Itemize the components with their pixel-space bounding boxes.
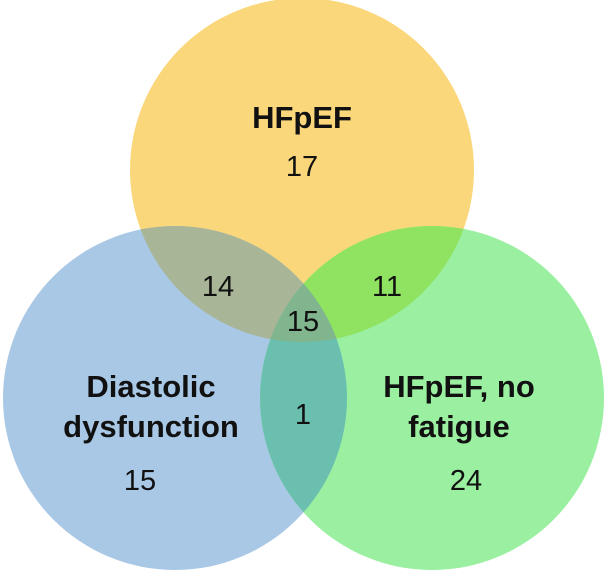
diastolic-only-count: 15 — [123, 465, 157, 497]
hfpef-no-fatigue-title: HFpEF, no fatigue — [383, 367, 535, 447]
no-fatigue-title-line2: fatigue — [408, 409, 510, 444]
hfpef-no-fatigue-only-count: 24 — [449, 465, 483, 497]
overlap-hfpef-diastolic — [130, 226, 347, 342]
no-fatigue-title-line1: HFpEF, no — [383, 369, 535, 404]
all-three-count: 15 — [286, 306, 320, 338]
hfpef-diastolic-count: 14 — [201, 271, 235, 303]
diastolic-dysfunction-title: Diastolic dysfunction — [63, 367, 239, 447]
diastolic-title-line2: dysfunction — [63, 409, 239, 444]
diastolic-title-line1: Diastolic — [86, 369, 216, 404]
hfpef-no-fatigue-count: 11 — [371, 271, 403, 303]
hfpef-title: HFpEF — [252, 100, 352, 135]
diastolic-no-fatigue-count: 1 — [294, 399, 312, 431]
hfpef-only-count: 17 — [285, 151, 319, 183]
overlap-hfpef-no-fatigue — [260, 226, 474, 342]
